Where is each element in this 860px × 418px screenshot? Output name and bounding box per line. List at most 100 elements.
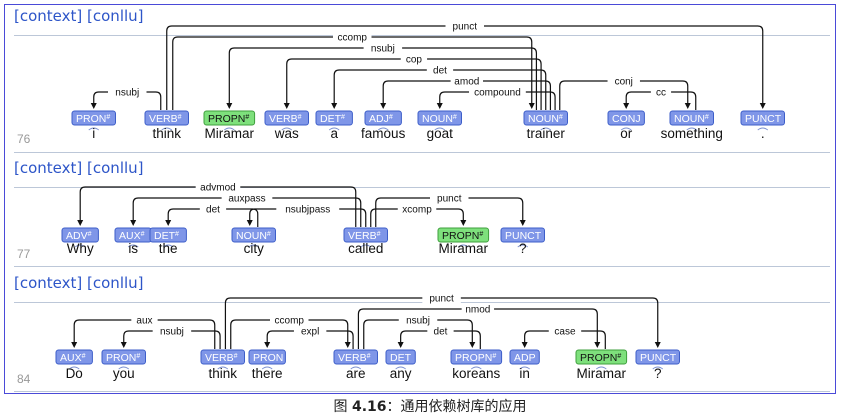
token-Miramar[interactable]: PROPN#Miramar <box>203 110 256 141</box>
dependency-arc-nmod[interactable]: nmod <box>357 304 601 349</box>
pos-tag-box[interactable] <box>231 227 276 243</box>
pos-tag-box[interactable] <box>450 349 503 365</box>
pos-tag-box[interactable] <box>71 110 116 126</box>
pos-tag-box[interactable] <box>417 110 462 126</box>
arc-label: det <box>433 66 447 77</box>
token-Miramar[interactable]: PROPN#Miramar <box>437 227 490 256</box>
pos-tag-box[interactable] <box>248 349 286 365</box>
dependency-arc-conj[interactable]: conj <box>559 76 691 110</box>
context-link[interactable]: [context] <box>14 274 83 292</box>
dependency-arc-nsubj[interactable]: nsubj <box>90 87 162 110</box>
pos-tag-box[interactable] <box>333 349 378 365</box>
token-goat[interactable]: NOUN#goat <box>417 110 462 141</box>
dependency-arc-auxpass[interactable]: auxpass <box>130 193 362 227</box>
pos-tag-box[interactable] <box>203 110 256 126</box>
token-Why[interactable]: ADV#Why <box>61 227 99 256</box>
token-famous[interactable]: ADJ#famous <box>361 110 406 141</box>
arc-label: nsubj <box>115 88 139 99</box>
pos-tag-label: VERB# <box>205 352 238 364</box>
token-are[interactable]: VERB#are <box>333 349 378 381</box>
pos-tag-box[interactable] <box>61 227 99 243</box>
dependency-arc-det[interactable]: det <box>397 326 481 349</box>
pos-tag-box[interactable] <box>635 349 680 365</box>
pos-tag-box[interactable] <box>509 349 540 365</box>
token-a[interactable]: DET#a <box>315 110 353 141</box>
dependency-arc-aux[interactable]: aux <box>71 315 216 349</box>
dependency-arc-det[interactable]: det <box>165 204 259 227</box>
token-trainer[interactable]: NOUN#trainer <box>523 110 568 141</box>
pos-tag-box[interactable] <box>669 110 714 126</box>
pos-tag-label: PROPN# <box>442 230 483 242</box>
dependency-arc-case[interactable]: case <box>521 326 606 349</box>
pos-tag-box[interactable] <box>149 227 187 243</box>
pos-tag-label: DET# <box>320 113 345 125</box>
token-word: something <box>661 126 723 141</box>
dependency-arc-punct[interactable]: punct <box>166 21 766 110</box>
context-link[interactable]: [context] <box>14 159 83 177</box>
context-link[interactable]: [context] <box>14 7 83 25</box>
caption-prefix: 图 <box>333 399 352 415</box>
dependency-arc-nsubj[interactable]: nsubj <box>120 326 221 349</box>
pos-tag-box[interactable] <box>343 227 388 243</box>
conllu-link[interactable]: [conllu] <box>87 7 144 25</box>
arc-label: punct <box>453 22 478 33</box>
pos-tag-box[interactable] <box>385 349 416 365</box>
pos-tag-box[interactable] <box>101 349 146 365</box>
dependency-arc-cc[interactable]: cc <box>623 87 697 110</box>
token-word: city <box>244 241 265 256</box>
token-think[interactable]: VERB#think <box>144 110 189 141</box>
pos-tag-box[interactable] <box>607 110 645 126</box>
dependency-arc-amod[interactable]: amod <box>380 76 552 110</box>
token-something[interactable]: NOUN#something <box>661 110 723 141</box>
token-called[interactable]: VERB#called <box>343 227 388 256</box>
dependency-arc-compound[interactable]: compound <box>436 87 556 110</box>
dependency-arc-nsubjpass[interactable]: nsubjpass <box>246 204 367 227</box>
pos-tag-label: PROPN# <box>580 352 621 364</box>
token-punct[interactable]: PUNCT? <box>635 349 680 381</box>
pos-tag-box[interactable] <box>200 349 245 365</box>
dependency-arc-ccomp[interactable]: ccomp <box>230 315 351 349</box>
dependency-arc-xcomp[interactable]: xcomp <box>370 204 467 227</box>
token-you[interactable]: PRON#you <box>101 349 146 381</box>
dependency-arc-det[interactable]: det <box>331 65 547 110</box>
figure-caption: 图 4.16：通用依赖树库的应用 <box>0 396 860 416</box>
dependency-arc-cop[interactable]: cop <box>283 54 542 110</box>
dependency-arc-punct[interactable]: punct <box>375 193 526 227</box>
token-city[interactable]: NOUN#city <box>231 227 276 256</box>
token-punct[interactable]: PUNCT? <box>500 227 545 256</box>
pos-tag-box[interactable] <box>144 110 189 126</box>
dependency-arc-nsubj[interactable]: nsubj <box>226 43 538 110</box>
dependency-arc-expl[interactable]: expl <box>264 326 354 349</box>
pos-tag-box[interactable] <box>364 110 402 126</box>
token-was[interactable]: VERB#was <box>264 110 309 141</box>
token-punct[interactable]: PUNCT. <box>740 110 785 141</box>
pos-tag-label: PRON <box>253 352 283 364</box>
conllu-link[interactable]: [conllu] <box>87 274 144 292</box>
dependency-arc-ccomp[interactable]: ccomp <box>172 32 535 110</box>
arc-label: aux <box>136 316 152 327</box>
pos-tag-box[interactable] <box>437 227 490 243</box>
pos-tag-box[interactable] <box>575 349 628 365</box>
token-Do[interactable]: AUX#Do <box>55 349 93 381</box>
pos-tag-box[interactable] <box>740 110 785 126</box>
pos-tag-box[interactable] <box>315 110 353 126</box>
token-the[interactable]: DET#the <box>149 227 187 256</box>
token-i[interactable]: PRON#i <box>71 110 116 141</box>
arc-label: nsubj <box>371 44 395 55</box>
pos-tag-box[interactable] <box>264 110 309 126</box>
dependency-arc-advmod[interactable]: advmod <box>77 182 357 227</box>
token-is[interactable]: AUX#is <box>114 227 152 256</box>
token-koreans[interactable]: PROPN#koreans <box>450 349 503 381</box>
conllu-link[interactable]: [conllu] <box>87 159 144 177</box>
dependency-arc-punct[interactable]: punct <box>224 293 661 349</box>
pos-tag-box[interactable] <box>523 110 568 126</box>
dependency-arc-nsubj[interactable]: nsubj <box>363 315 476 349</box>
pos-tag-box[interactable] <box>500 227 545 243</box>
pos-tag-box[interactable] <box>55 349 93 365</box>
token-think[interactable]: VERB#think <box>200 349 245 381</box>
token-Miramar[interactable]: PROPN#Miramar <box>575 349 628 381</box>
